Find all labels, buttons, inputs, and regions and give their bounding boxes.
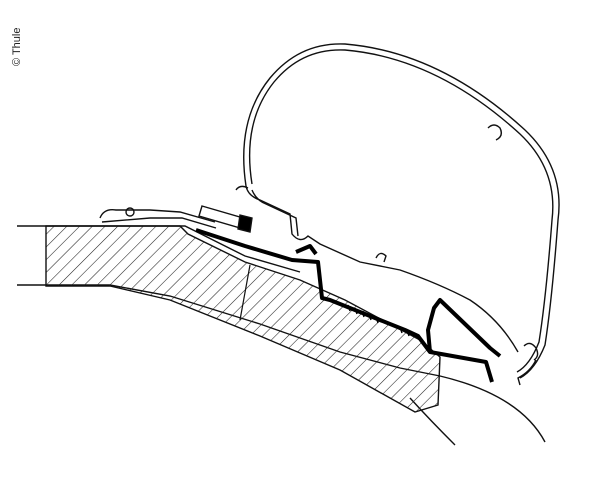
awning-cassette bbox=[235, 43, 560, 386]
adapter-rail bbox=[195, 228, 502, 383]
adapter-rail-teeth bbox=[347, 304, 410, 337]
copyright-label: © Thule bbox=[11, 27, 23, 66]
mounting-bolt bbox=[198, 205, 253, 233]
gutter-rail bbox=[99, 207, 217, 229]
hatched-roof-section bbox=[45, 225, 441, 413]
